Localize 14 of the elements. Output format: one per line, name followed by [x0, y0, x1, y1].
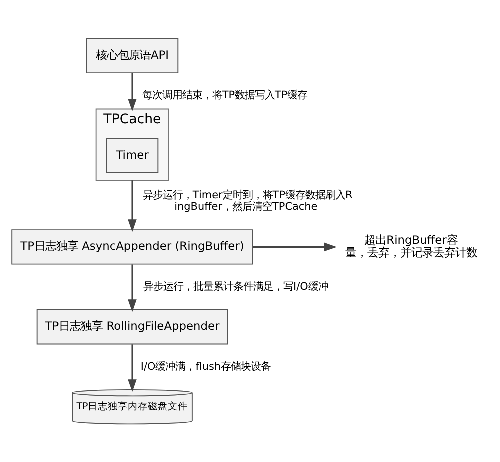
- arrow: [128, 72, 137, 112]
- arrow: [128, 344, 137, 392]
- arrow: [128, 264, 137, 312]
- node-box: TP日志独享 RollingFileAppender: [36, 309, 228, 344]
- node-text: 超出RingBuffer容量，丢弃，并记录丢弃计数: [345, 232, 478, 259]
- edge-label: 异步运行，批量累计条件满足，写I/O缓冲: [144, 280, 328, 292]
- node-box: TP日志独享 AsyncAppender (RingBuffer): [12, 229, 254, 264]
- edge-label: 异步运行，Timer定时到，将TP缓存数据刷入RingBuffer，然后清空TPCache: [142, 188, 353, 212]
- node-box: 核心包原语API: [86, 38, 179, 74]
- arrow: [128, 180, 137, 232]
- edge-label: 每次调用结束，将TP数据写入TP缓存: [142, 89, 308, 102]
- arrow: [253, 242, 337, 252]
- node-box: Timer: [106, 138, 159, 173]
- edge-label: I/O缓冲满，flush存储块设备: [140, 360, 272, 372]
